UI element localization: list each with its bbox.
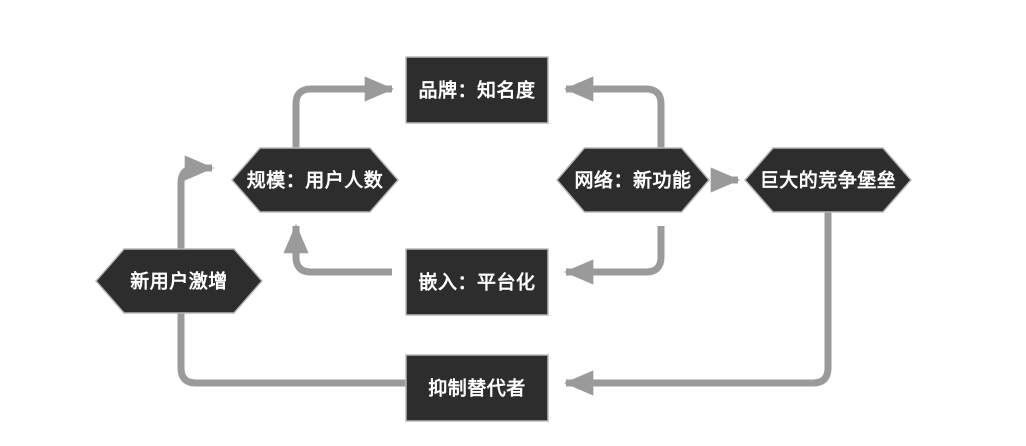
node-label-scale: 规模：用户人数: [247, 169, 384, 192]
node-shape-network: [556, 147, 710, 213]
node-shape-suppress: [405, 354, 549, 422]
node-network[interactable]: 网络：新功能: [556, 147, 710, 213]
edge-scale-to-brand: [292, 76, 395, 148]
node-label-suppress: 抑制替代者: [428, 377, 526, 400]
node-brand[interactable]: 品牌：知名度: [405, 56, 549, 124]
edge-embed-to-scale: [283, 223, 392, 276]
edge-moat-to-brand: [563, 76, 665, 148]
node-scale[interactable]: 规模：用户人数: [231, 147, 399, 213]
edge-network-to-embed: [563, 226, 665, 285]
node-label-brand: 品牌：知名度: [418, 79, 536, 102]
node-newusers[interactable]: 新用户激增: [95, 248, 263, 314]
node-embed[interactable]: 嵌入：平台化: [405, 248, 549, 316]
node-label-embed: 嵌入：平台化: [418, 271, 535, 294]
node-label-moat: 巨大的竞争堡垒: [760, 169, 897, 192]
node-label-network: 网络：新功能: [574, 169, 691, 192]
node-shape-newusers: [95, 248, 263, 314]
node-shape-embed: [405, 248, 549, 316]
node-suppress[interactable]: 抑制替代者: [405, 354, 549, 422]
node-shape-brand: [405, 56, 549, 124]
node-moat[interactable]: 巨大的竞争堡垒: [744, 147, 912, 213]
edges-layer: [177, 76, 832, 396]
node-label-newusers: 新用户激增: [130, 270, 228, 293]
node-shape-scale: [231, 147, 399, 213]
node-shape-moat: [744, 147, 912, 213]
edge-moat-to-suppress: [563, 212, 832, 396]
